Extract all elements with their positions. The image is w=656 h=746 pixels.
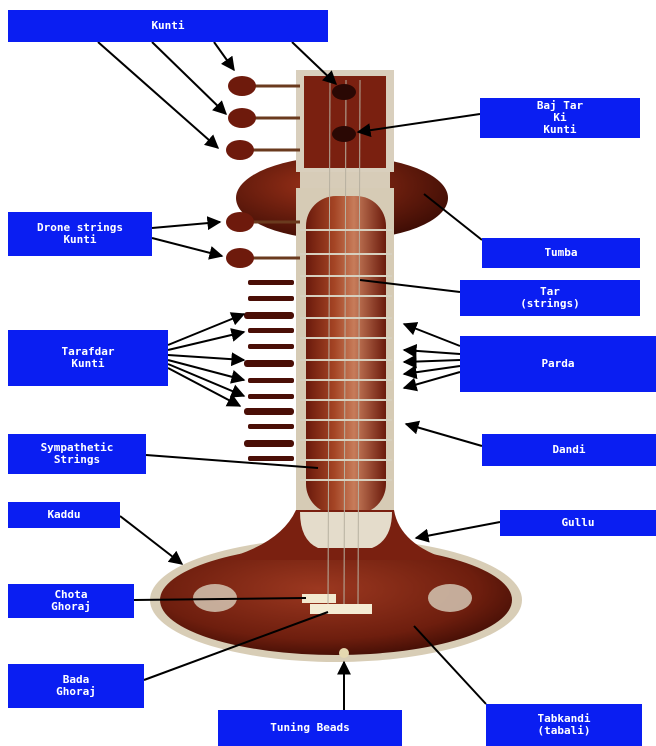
label-sympathetic-strings: Sympathetic Strings <box>8 434 146 474</box>
tarafdar-pegs <box>244 280 294 461</box>
label-kunti: Kunti <box>8 10 328 42</box>
bada-ghoraj-bridge <box>310 604 372 614</box>
label-kaddu: Kaddu <box>8 502 120 528</box>
chota-ghoraj-bridge <box>302 594 336 603</box>
label-tumba: Tumba <box>482 238 640 268</box>
label-baj-tar-ki-kunti: Baj Tar Ki Kunti <box>480 98 640 138</box>
label-gullu: Gullu <box>500 510 656 536</box>
label-tar-strings: Tar (strings) <box>460 280 640 316</box>
label-tuning-beads: Tuning Beads <box>218 710 402 746</box>
label-tabkandi-tabali: Tabkandi (tabali) <box>486 704 642 746</box>
tuning-bead <box>339 648 349 658</box>
label-chota-ghoraj: Chota Ghoraj <box>8 584 134 618</box>
label-tarafdar-kunti: Tarafdar Kunti <box>8 330 168 386</box>
label-bada-ghoraj: Bada Ghoraj <box>8 664 144 708</box>
label-parda: Parda <box>460 336 656 392</box>
label-dandi: Dandi <box>482 434 656 466</box>
label-drone-strings-kunti: Drone strings Kunti <box>8 212 152 256</box>
